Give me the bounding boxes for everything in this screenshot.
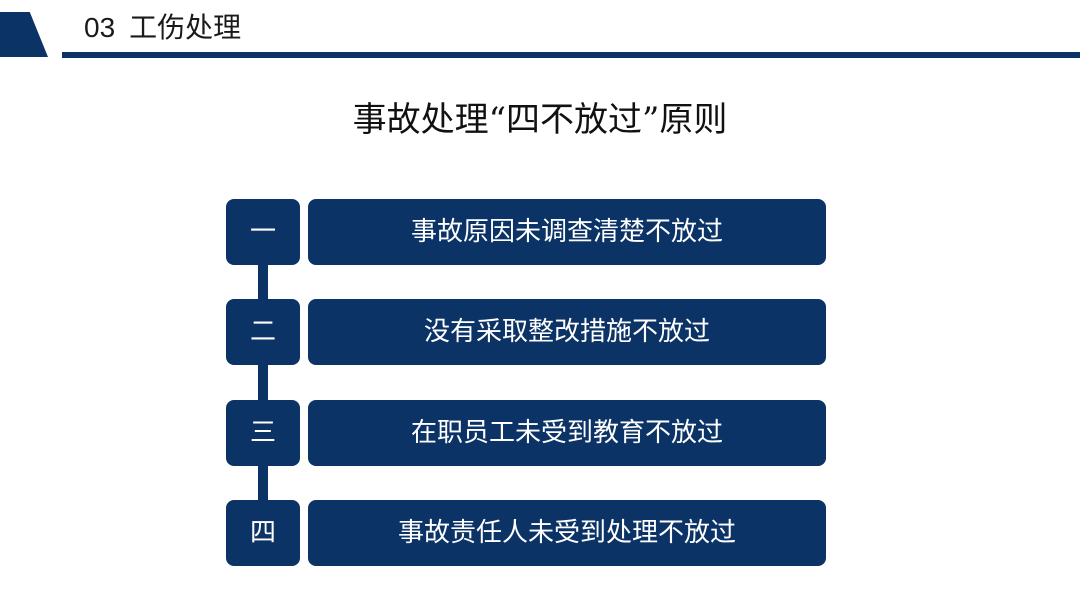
- header-accent-wedge: [0, 12, 48, 57]
- principle-badge: 四: [226, 500, 300, 566]
- principle-text: 没有采取整改措施不放过: [308, 299, 826, 365]
- header-divider: [62, 52, 1080, 58]
- timeline-connector: [258, 230, 268, 532]
- section-header: 03 工伤处理: [84, 10, 241, 46]
- principle-item-1: 一 事故原因未调查清楚不放过: [226, 199, 826, 265]
- principle-text: 事故原因未调查清楚不放过: [308, 199, 826, 265]
- principle-item-4: 四 事故责任人未受到处理不放过: [226, 500, 826, 566]
- principle-badge: 一: [226, 199, 300, 265]
- principle-badge: 三: [226, 400, 300, 466]
- principle-item-2: 二 没有采取整改措施不放过: [226, 299, 826, 365]
- section-number: 03: [84, 12, 116, 43]
- principle-text: 在职员工未受到教育不放过: [308, 400, 826, 466]
- section-title: 工伤处理: [129, 11, 242, 44]
- principle-item-3: 三 在职员工未受到教育不放过: [226, 400, 826, 466]
- slide-title: 事故处理“四不放过”原则: [352, 100, 728, 140]
- principle-badge: 二: [226, 299, 300, 365]
- principle-text: 事故责任人未受到处理不放过: [308, 500, 826, 566]
